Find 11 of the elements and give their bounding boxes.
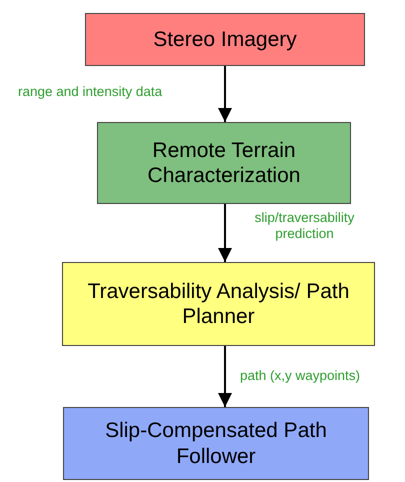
box-label: Traversability Analysis/ Path Planner [86, 278, 350, 330]
arrow [218, 66, 232, 122]
process-box [63, 407, 369, 480]
process-box [97, 122, 351, 204]
process-box [62, 262, 375, 346]
box-label: Slip-Compensated Path Follower [104, 418, 328, 469]
box-label: Stereo Imagery [153, 26, 297, 52]
process-box [85, 13, 365, 66]
arrow [218, 346, 232, 407]
arrow [218, 204, 232, 262]
box-label: Remote Terrain Characterization [146, 138, 302, 188]
